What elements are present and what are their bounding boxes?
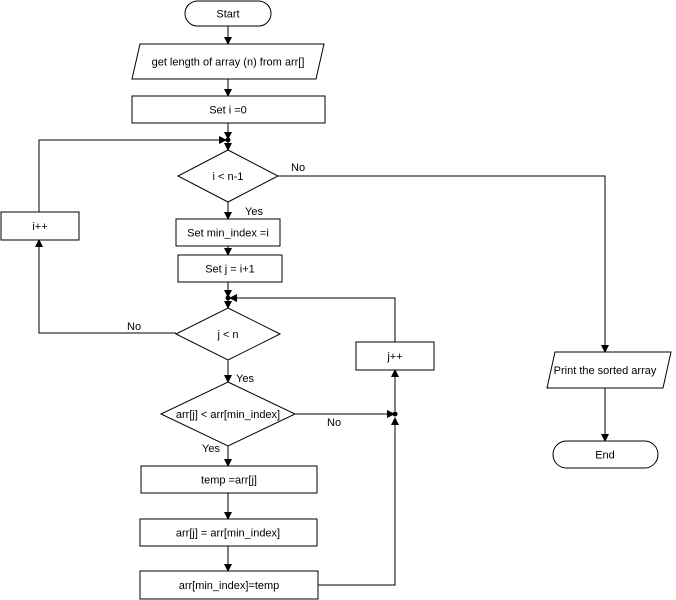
node-set-j: Set j = i+1 (177, 254, 283, 283)
edge-cond-i-no-to-print (278, 175, 609, 353)
svg-text:End: End (595, 450, 615, 462)
svg-text:Set min_index =i: Set min_index =i (187, 228, 269, 240)
node-j-inc: j++ (355, 341, 435, 371)
edge-cond-j-no-to-i-inc (35, 239, 176, 334)
node-cond-j: j < n (174, 307, 282, 361)
svg-text:arr[min_index]=temp: arr[min_index]=temp (179, 580, 280, 592)
svg-text:arr[j] = arr[min_index]: arr[j] = arr[min_index] (176, 528, 280, 540)
node-set-min: Set min_index =i (175, 218, 281, 247)
label-cond-j-no: No (127, 321, 141, 333)
junctions (225, 137, 398, 417)
svg-text:Start: Start (216, 9, 239, 21)
svg-text:get length of array (n) from a: get length of array (n) from arr[] (152, 57, 305, 69)
svg-text:arr[j] < arr[min_index]: arr[j] < arr[min_index] (176, 409, 280, 421)
label-cond-i-yes: Yes (245, 206, 263, 218)
node-assign: arr[j] = arr[min_index] (139, 518, 318, 547)
node-print: Print the sorted array (546, 351, 672, 389)
node-i-inc: i++ (0, 211, 80, 241)
junction-j-loop (225, 295, 231, 301)
node-end: End (552, 440, 659, 469)
node-get-length: get length of array (n) from arr[] (131, 43, 325, 80)
junction-i-loop (225, 137, 231, 143)
junction-j-inc (392, 411, 398, 417)
edge-i-inc-to-loop-junction (38, 136, 227, 212)
svg-text:Print the sorted array: Print the sorted array (554, 365, 657, 377)
label-cond-j-yes: Yes (236, 373, 254, 385)
label-cond-i-no: No (291, 162, 305, 174)
node-start: Start (184, 0, 272, 27)
node-cond-arr: arr[j] < arr[min_index] (159, 381, 297, 447)
svg-text:j < n: j < n (216, 329, 238, 341)
edge-j-inc-to-loop-junction (229, 294, 396, 342)
svg-text:j++: j++ (386, 351, 402, 363)
node-set-i: Set i =0 (131, 95, 326, 124)
svg-text:Set i =0: Set i =0 (209, 105, 247, 117)
label-cond-arr-yes: Yes (202, 443, 220, 455)
edges (35, 26, 609, 586)
svg-text:i++: i++ (32, 221, 47, 233)
svg-text:temp =arr[j]: temp =arr[j] (201, 475, 257, 487)
label-cond-arr-no: No (327, 417, 341, 429)
node-assign-temp: arr[min_index]=temp (139, 570, 319, 600)
svg-text:Set j = i+1: Set j = i+1 (205, 264, 255, 276)
edge-assign-temp-to-j-loop (318, 417, 399, 586)
svg-text:i < n-1: i < n-1 (213, 171, 244, 183)
node-temp: temp =arr[j] (140, 465, 318, 494)
node-cond-i: i < n-1 (176, 149, 280, 203)
